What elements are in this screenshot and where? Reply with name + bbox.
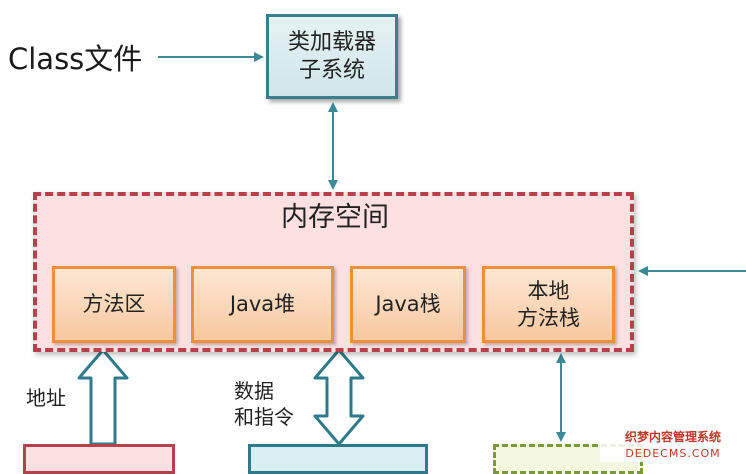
java-heap-region: Java堆 xyxy=(191,266,334,343)
address-hollow-arrow xyxy=(77,348,129,446)
method-area-region: 方法区 xyxy=(52,266,176,343)
connector-arrows xyxy=(77,52,746,446)
region-label-line1: 本地 xyxy=(527,278,570,303)
region-label: Java堆 xyxy=(229,292,296,316)
watermark-line1: 织梦内容管理系统 xyxy=(625,429,721,444)
region-label: 方法区 xyxy=(82,292,146,316)
execution-engine-box xyxy=(23,444,175,474)
data-instructions-label: 数据 和指令 xyxy=(234,378,294,430)
data-label-line2: 和指令 xyxy=(234,405,294,429)
data-target-box xyxy=(248,444,428,474)
data-hollow-double-arrow xyxy=(313,348,365,446)
class-loader-line2: 子系统 xyxy=(298,57,365,83)
region-label: Java栈 xyxy=(375,292,441,316)
class-loader-subsystem: 类加载器 子系统 xyxy=(266,14,398,99)
memory-area-title: 内存空间 xyxy=(281,202,389,233)
address-label: 地址 xyxy=(26,386,66,410)
site-watermark: 织梦内容管理系统 DEDECMS.COM xyxy=(600,426,746,462)
region-label-line2: 方法栈 xyxy=(517,305,580,330)
watermark-line2: DEDECMS.COM xyxy=(625,447,720,460)
java-stack-region: Java栈 xyxy=(350,266,466,343)
native-method-stack-region: 本地 方法栈 xyxy=(482,266,615,343)
class-loader-line1: 类加载器 xyxy=(287,29,376,55)
data-label-line1: 数据 xyxy=(234,379,274,403)
class-file-label: Class文件 xyxy=(8,42,143,76)
